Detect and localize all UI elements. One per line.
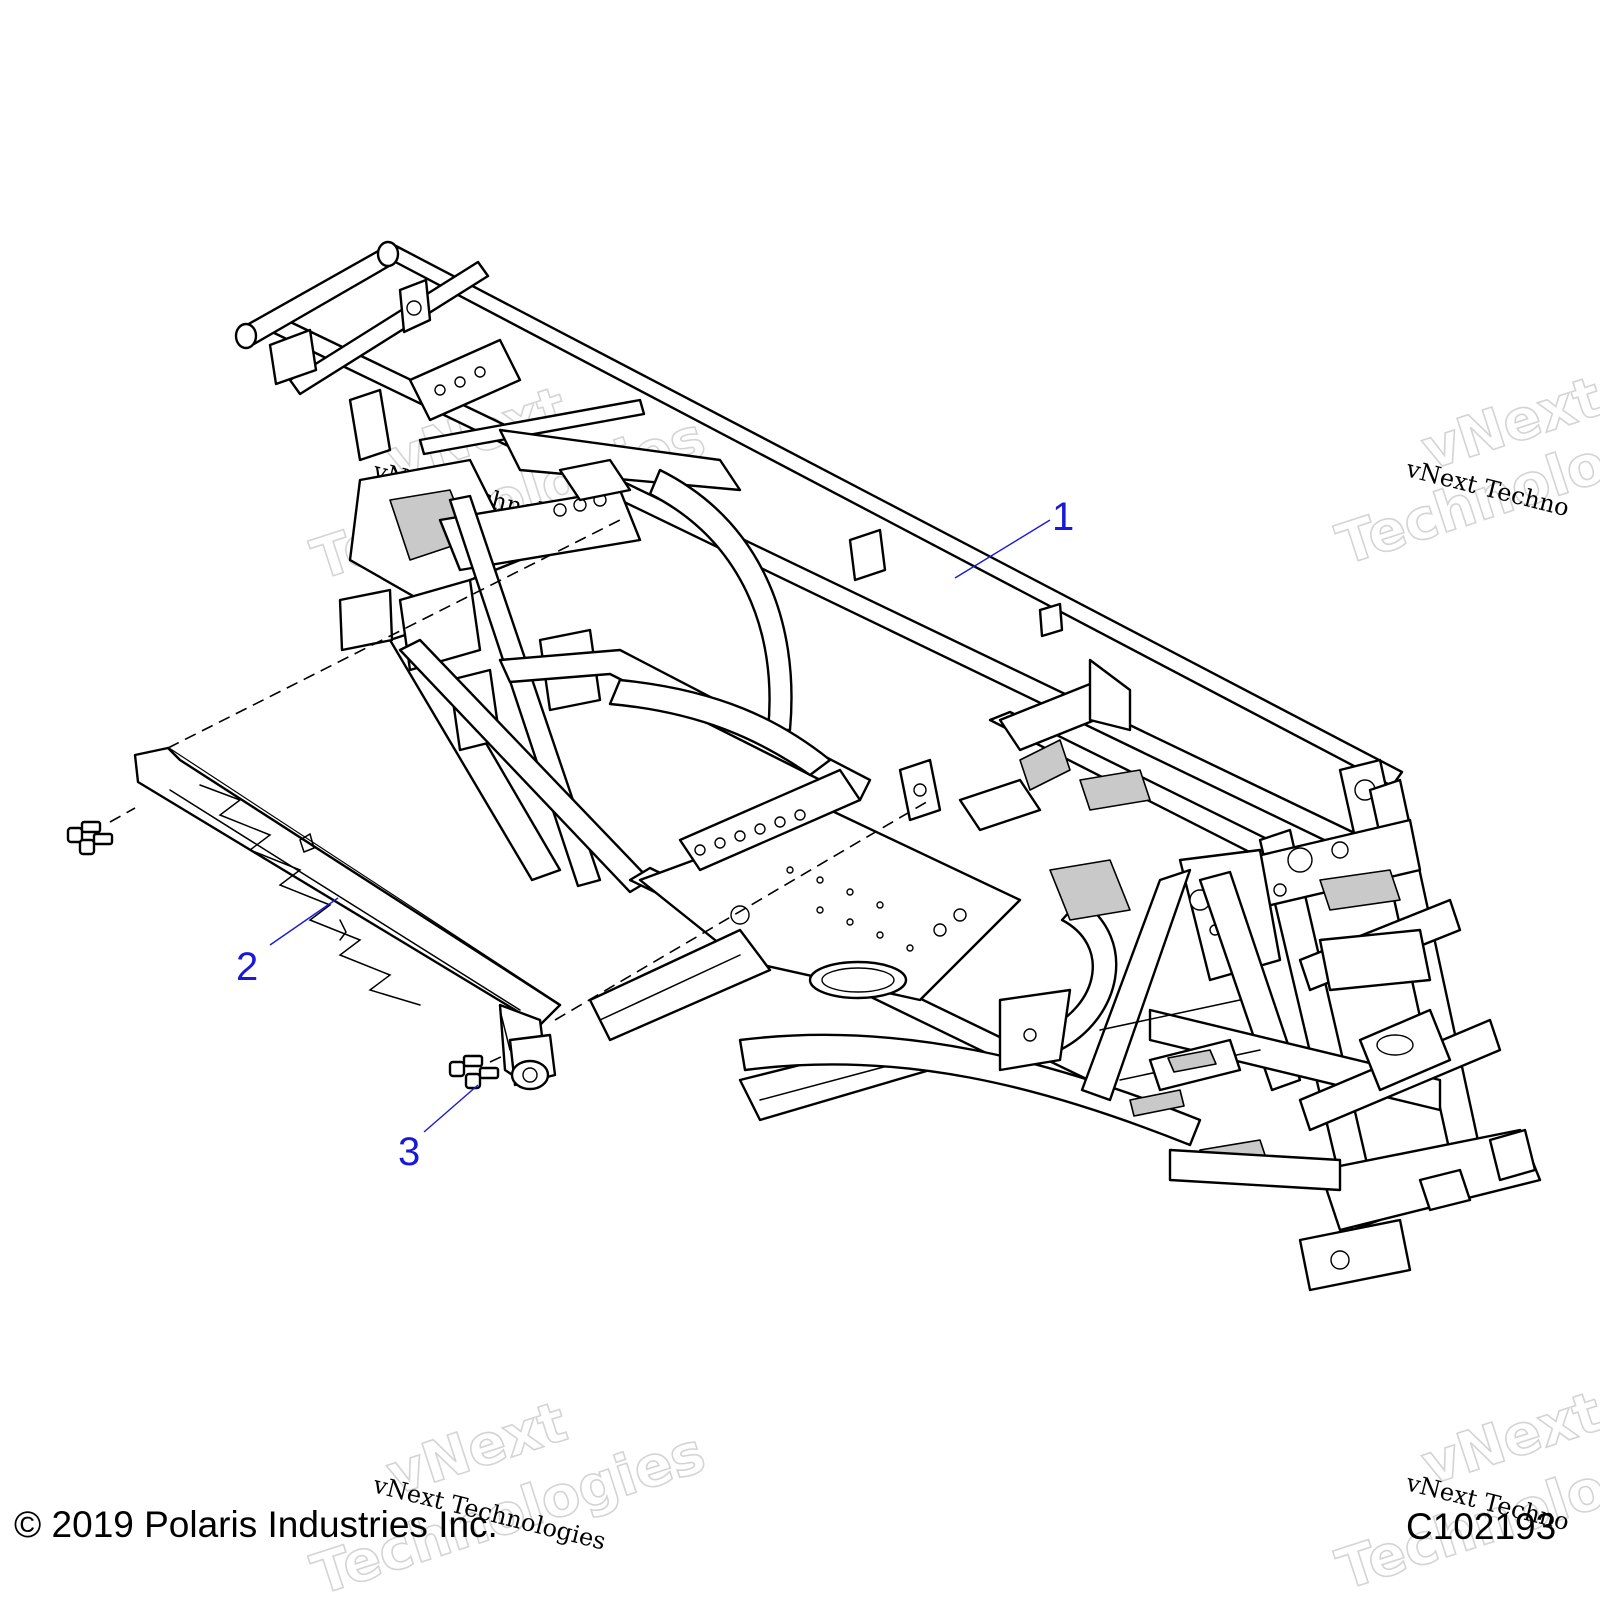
floor-pan-holes bbox=[694, 809, 967, 952]
leader-line-2 bbox=[269, 897, 339, 946]
leader-line-1 bbox=[954, 519, 1051, 579]
callout-label-1: 1 bbox=[1052, 495, 1074, 539]
watermark-bottom-right: vNext Technolog vNext Techno bbox=[1328, 1379, 1600, 1600]
watermark-bottom-left: vNext Technologies vNext Technologies bbox=[303, 1389, 713, 1600]
frame-part-1 bbox=[234, 240, 1542, 1292]
callout-labels: 1 2 3 bbox=[236, 495, 1074, 1174]
leader-line-3 bbox=[423, 1084, 479, 1133]
callout-label-2: 2 bbox=[236, 945, 258, 989]
callout-label-3: 3 bbox=[398, 1130, 420, 1174]
diagram-code: C102193 bbox=[1406, 1506, 1557, 1547]
front-cross-bar-part-2 bbox=[133, 746, 562, 1091]
assembly-lines bbox=[109, 519, 931, 1063]
callout-leaders bbox=[269, 519, 1051, 1133]
copyright-notice: © 2019 Polaris Industries Inc. bbox=[14, 1504, 498, 1545]
watermark-top-right: vNext Technolog vNext Techno bbox=[1328, 364, 1600, 579]
bolts-part-3 bbox=[66, 820, 500, 1090]
